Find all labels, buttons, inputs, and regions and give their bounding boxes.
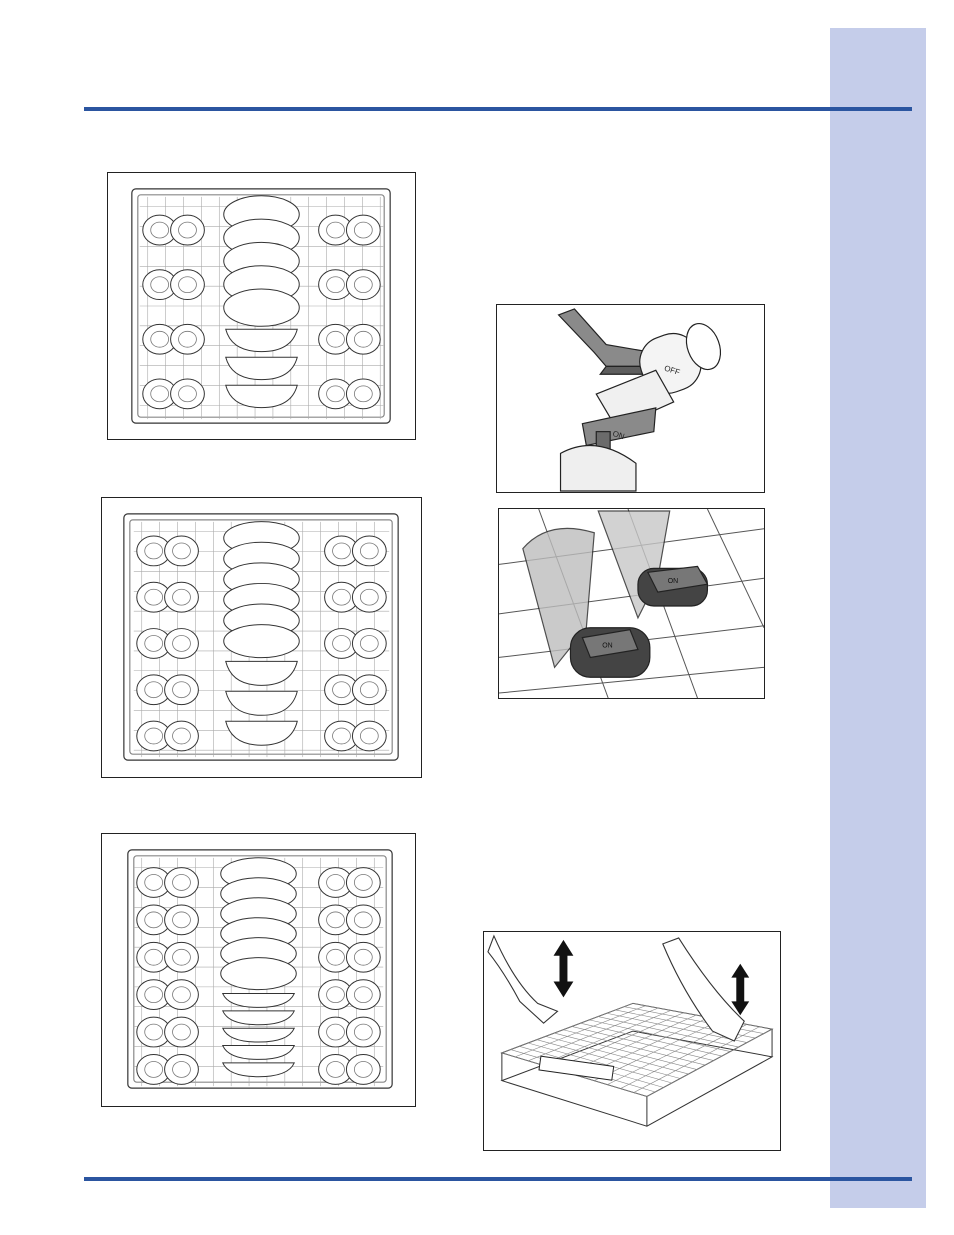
- on-label-lower: ON: [602, 643, 612, 650]
- rack-height-adjustment-figure: [483, 931, 781, 1151]
- dishwasher-rack-loaded-icon: [108, 173, 415, 439]
- side-tab: [830, 28, 926, 1208]
- stemware-in-use-figure: ON ON: [498, 508, 765, 699]
- stemware-holder-figure: OFF ON: [496, 304, 765, 493]
- rack-loading-figure-2: [101, 497, 422, 778]
- stemware-holder-icon: OFF ON: [497, 305, 764, 492]
- on-label-upper: ON: [668, 578, 678, 585]
- dishwasher-rack-loaded-icon: [102, 834, 415, 1106]
- footer-rule: [84, 1177, 912, 1181]
- dishwasher-rack-loaded-icon: [102, 498, 421, 777]
- rack-loading-figure-3: [101, 833, 416, 1107]
- rack-lift-arrows-icon: [484, 932, 780, 1150]
- header-rule: [84, 107, 912, 111]
- stemware-glasses-icon: ON ON: [499, 509, 764, 698]
- rack-loading-figure-1: [107, 172, 416, 440]
